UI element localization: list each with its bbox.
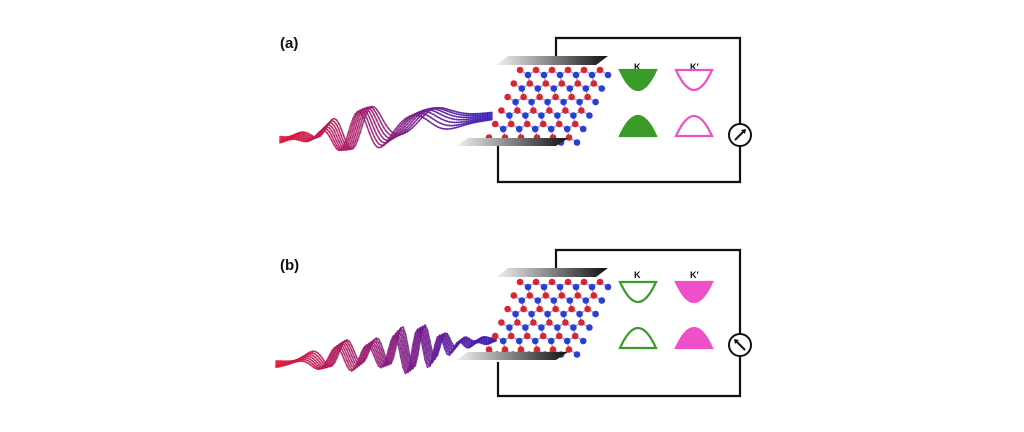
valley-diagrams: K K′: [618, 62, 714, 138]
lattice-icon: [485, 278, 612, 358]
ammeter-icon: [728, 333, 752, 357]
band-valley-icon: [674, 280, 714, 303]
band-valley-icon: [674, 115, 714, 138]
band-valley-icon: [618, 115, 658, 138]
circuit-wire: [496, 36, 742, 184]
panel-label: (a): [280, 35, 298, 52]
circuit-wire: [496, 248, 742, 398]
band-valley-icon: [618, 280, 658, 303]
valley-diagrams: K K′: [618, 270, 714, 350]
band-valley-icon: [618, 327, 658, 350]
wave-packet-icon: [279, 105, 493, 152]
valley-label-k-prime: K′: [690, 270, 699, 280]
electrode-icon: [456, 352, 568, 360]
valley-label-k-prime: K′: [690, 62, 699, 72]
panel-b: (b) K K′: [275, 248, 752, 398]
electrode-icon: [496, 56, 608, 65]
panel-label: (b): [280, 257, 299, 274]
wave-packet-icon: [275, 324, 497, 375]
lattice-icon: [485, 66, 612, 146]
electrode-icon: [496, 268, 608, 277]
ammeter-icon: [728, 123, 752, 147]
electrode-icon: [456, 138, 568, 146]
band-valley-icon: [674, 68, 714, 91]
band-valley-icon: [674, 327, 714, 350]
valley-label-k: K: [634, 270, 641, 280]
panel-a: (a) K K′: [279, 35, 752, 184]
band-valley-icon: [618, 68, 658, 91]
valley-label-k: K: [634, 62, 641, 72]
